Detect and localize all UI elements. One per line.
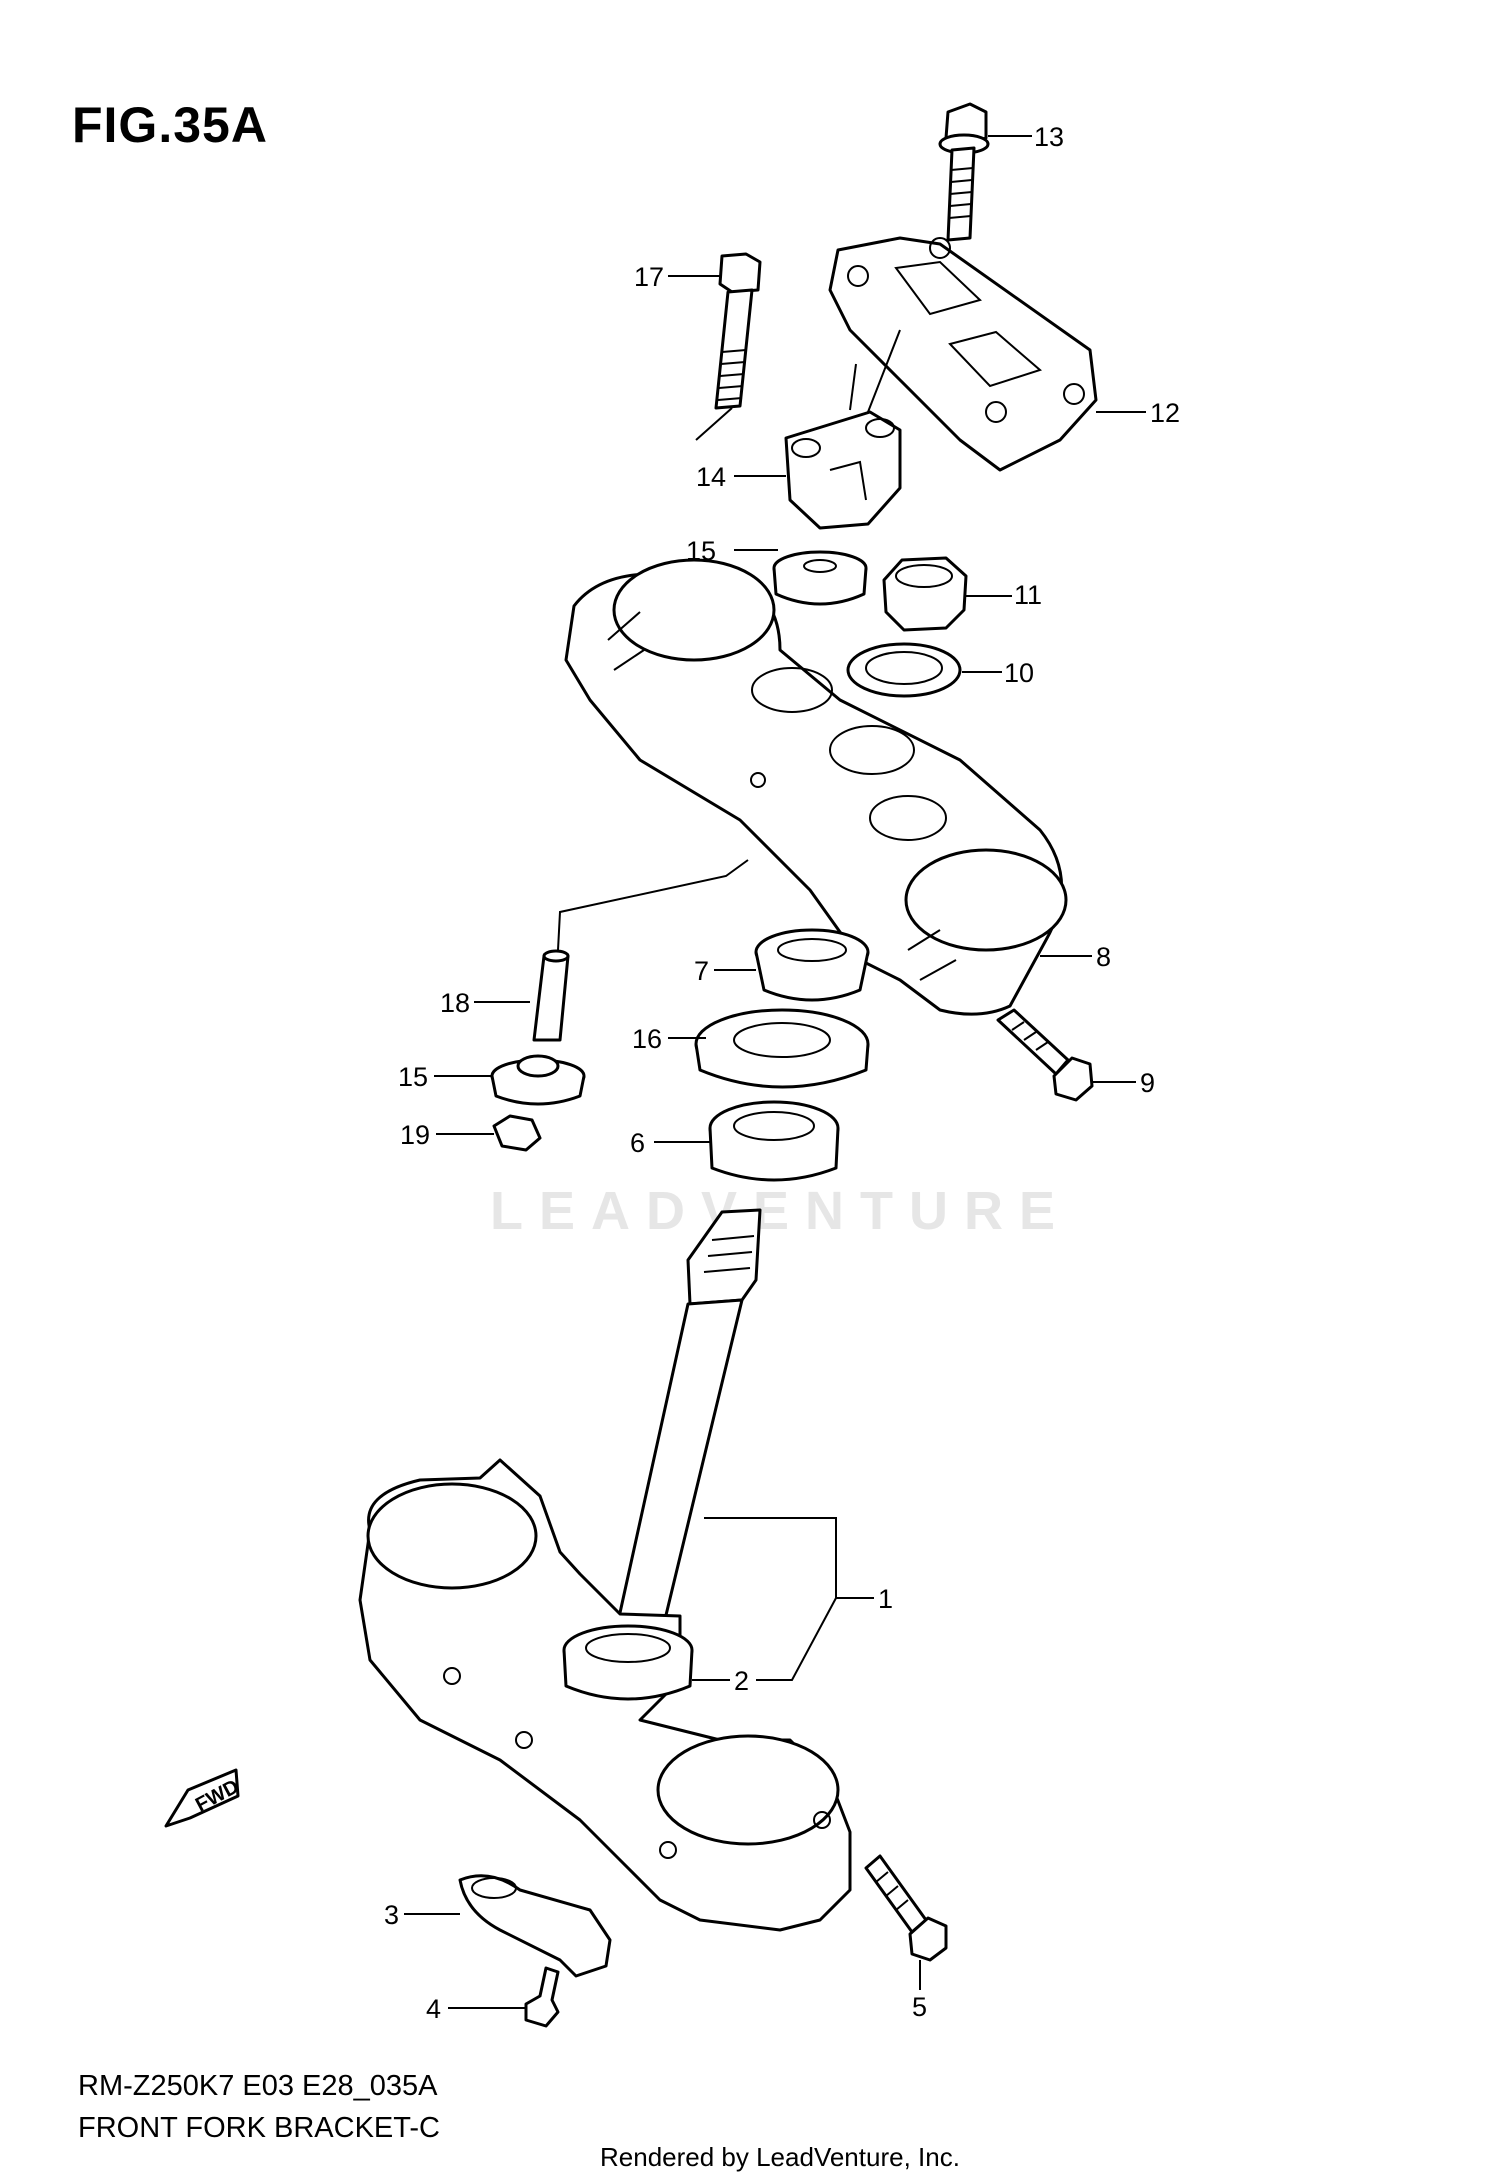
callout-2: 2: [734, 1666, 749, 1696]
part-11-stem-nut: [882, 556, 968, 632]
callout-4: 4: [426, 1994, 441, 2024]
callout-16: 16: [632, 1024, 662, 1054]
part-3-brake-hose-guide: [458, 1874, 612, 1978]
callout-6: 6: [630, 1128, 645, 1158]
part-6-bearing: [708, 1100, 840, 1182]
watermark: LEADVENTURE: [490, 1181, 1072, 1241]
part-18-spacer-pipe: [532, 949, 570, 1042]
callout-labels: 13 12 17 14 15 11 10 8 9 7 16 6 18 15 19…: [384, 122, 1180, 2024]
part-15-cushion-upper: [772, 550, 868, 606]
part-7-lock-nut: [754, 928, 870, 1002]
part-5-bolt: [864, 1854, 948, 1962]
part-13-bolt: [938, 102, 990, 242]
callout-12: 12: [1150, 398, 1180, 428]
part-17-bolt: [714, 252, 762, 410]
callout-11: 11: [1014, 580, 1042, 610]
part-15-cushion-lower: [490, 1054, 586, 1106]
part-1-steering-stem-lower-bracket: [358, 1208, 852, 1932]
callout-13: 13: [1034, 122, 1064, 152]
fwd-arrow-icon: FWD: [164, 1768, 243, 1828]
callout-3: 3: [384, 1900, 399, 1930]
callout-5: 5: [912, 1992, 927, 2022]
part-2-lower-bearing: [562, 1624, 694, 1701]
part-4-screw: [524, 1966, 560, 2028]
part-9-bolt: [996, 1008, 1094, 1102]
callout-17: 17: [634, 262, 664, 292]
part-14-handlebar-holder-lower: [784, 410, 902, 530]
callout-7: 7: [694, 956, 709, 986]
callout-1: 1: [878, 1584, 893, 1614]
callout-15-lower: 15: [398, 1062, 428, 1092]
rendered-by: Rendered by LeadVenture, Inc.: [600, 2142, 960, 2172]
callout-15-upper: 15: [686, 536, 716, 566]
part-16-dust-seal: [694, 1008, 870, 1089]
figure-title: FIG.35A: [72, 97, 268, 153]
part-10-washer: [846, 642, 962, 698]
callout-14: 14: [696, 462, 726, 492]
callout-19: 19: [400, 1120, 430, 1150]
assembly-lines: [557, 329, 901, 951]
diagram-name: FRONT FORK BRACKET-C: [78, 2112, 440, 2144]
part-19-nut: [492, 1114, 542, 1152]
callout-9: 9: [1140, 1068, 1155, 1098]
diagram-code: RM-Z250K7 E03 E28_035A: [78, 2070, 438, 2102]
callout-8: 8: [1096, 942, 1111, 972]
part-12-handlebar-holder-upper: [828, 236, 1098, 472]
callout-18: 18: [440, 988, 470, 1018]
part-8-upper-fork-bracket: [564, 558, 1068, 1016]
callout-10: 10: [1004, 658, 1034, 688]
leader-lines: [404, 135, 1146, 2009]
